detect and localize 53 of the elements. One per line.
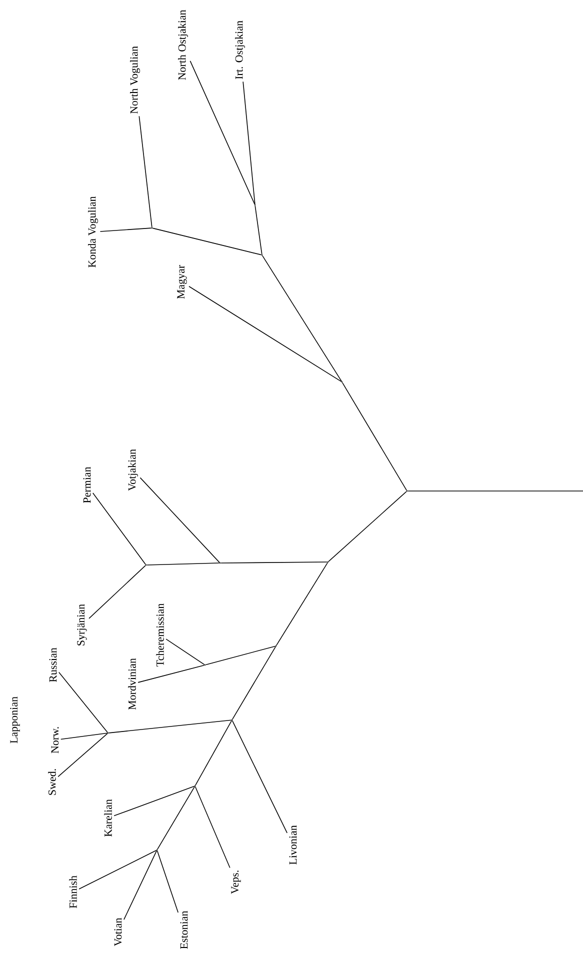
branch-line bbox=[328, 491, 407, 562]
language-name: Tcheremissian bbox=[156, 603, 164, 666]
branch-line bbox=[100, 228, 152, 232]
language-name: Norw. bbox=[51, 727, 59, 754]
language-name: North Ostjakian bbox=[178, 10, 188, 80]
language-name: Estonian bbox=[180, 910, 188, 949]
branch-line bbox=[254, 205, 262, 255]
branch-line bbox=[88, 565, 146, 619]
branch-line bbox=[220, 562, 328, 564]
branch-line bbox=[146, 562, 220, 566]
language-name: Swed. bbox=[48, 769, 56, 795]
branch-line bbox=[78, 850, 157, 890]
branch-line bbox=[114, 786, 195, 816]
branch-line bbox=[60, 732, 108, 740]
branch-line bbox=[140, 477, 220, 563]
branch-line bbox=[195, 720, 232, 786]
branch-line bbox=[232, 720, 288, 834]
branch-line bbox=[58, 672, 108, 733]
language-name: Veps. bbox=[231, 870, 241, 894]
branch-line bbox=[262, 255, 342, 382]
branch-line bbox=[276, 562, 328, 646]
language-name: Magyar bbox=[177, 265, 187, 299]
language-name: Konda Vogulian bbox=[88, 196, 98, 268]
branch-line bbox=[407, 490, 583, 492]
branch-line bbox=[342, 382, 407, 491]
branch-line bbox=[157, 786, 195, 850]
branch-line bbox=[138, 116, 152, 228]
branch-line bbox=[232, 646, 276, 720]
branch-line bbox=[194, 786, 230, 868]
language-name: Votjakian bbox=[128, 449, 138, 491]
branch-line bbox=[205, 646, 276, 666]
branch-line bbox=[152, 228, 262, 256]
branch-line bbox=[188, 286, 342, 382]
branch-line bbox=[92, 492, 146, 565]
language-name: Livonian bbox=[289, 825, 297, 865]
branch-line bbox=[166, 638, 205, 665]
language-name: Mordvinian bbox=[128, 658, 136, 710]
branch-line bbox=[190, 60, 256, 205]
language-name: North Vogulian bbox=[130, 46, 140, 114]
branch-line bbox=[156, 850, 178, 913]
branch-line bbox=[124, 850, 158, 920]
group-label: Lapponian bbox=[10, 696, 20, 744]
branch-line bbox=[138, 664, 205, 683]
language-name: Finnish bbox=[69, 876, 77, 908]
language-name: Russian bbox=[49, 648, 57, 682]
branch-line bbox=[108, 720, 232, 734]
language-name: Permian bbox=[83, 466, 91, 504]
language-name: Syrjänian bbox=[77, 604, 87, 646]
language-name: Irt. Ostjakian bbox=[235, 20, 245, 80]
language-name: Votian bbox=[114, 918, 122, 946]
branch-line bbox=[242, 81, 256, 205]
branch-line bbox=[58, 733, 108, 778]
language-name: Karelian bbox=[104, 799, 112, 837]
